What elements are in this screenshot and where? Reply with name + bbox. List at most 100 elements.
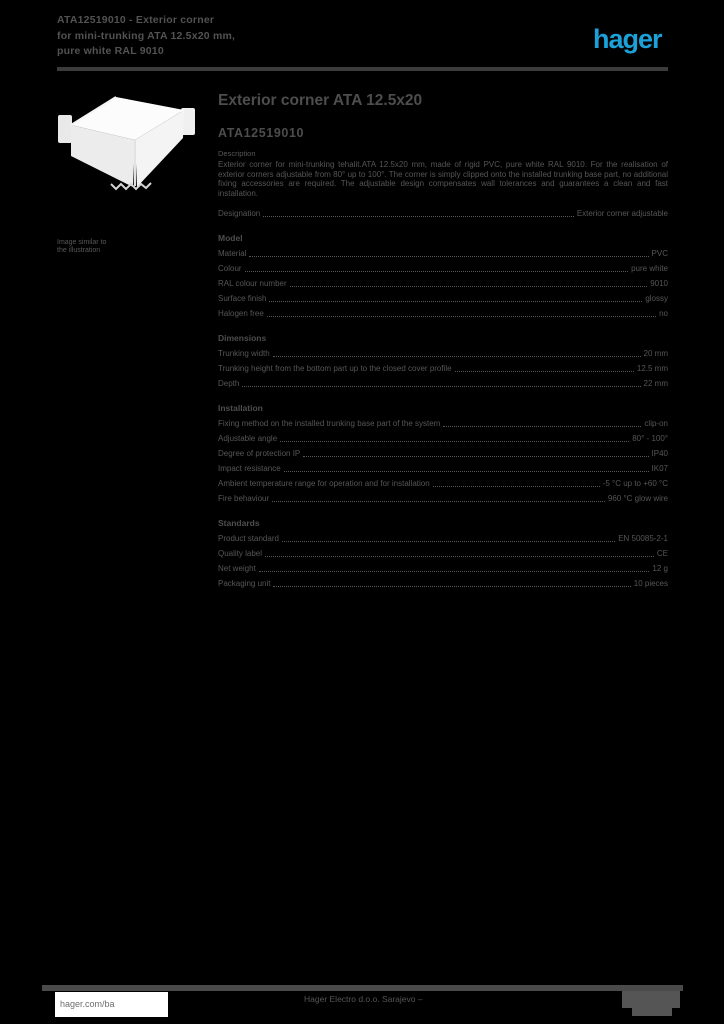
dotted-leader [283, 471, 649, 473]
spec-value: no [659, 309, 668, 319]
dotted-leader [281, 541, 616, 543]
footer-website-link[interactable]: hager.com/ba [55, 992, 168, 1017]
spec-label: Fire behaviour [218, 494, 270, 504]
spec-value: glossy [645, 294, 668, 304]
spec-value: 960 °C glow wire [607, 494, 668, 504]
image-caption-line-1: Image similar to [57, 239, 107, 246]
header-product-block: ATA12519010 - Exterior corner for mini-t… [57, 13, 387, 60]
hager-logo: hager [593, 24, 663, 54]
spec-value: clip-on [644, 419, 668, 429]
spec-label: Surface finish [218, 294, 267, 304]
dotted-leader [443, 426, 642, 428]
spec-row: Surface finish glossy [218, 294, 668, 303]
spec-row: Net weight 12 g [218, 564, 668, 573]
spec-label: Adjustable angle [218, 434, 278, 444]
footer-divider [42, 985, 683, 991]
dotted-leader [454, 371, 634, 373]
spec-label: RAL colour number [218, 279, 287, 289]
spec-row: Fire behaviour 960 °C glow wire [218, 494, 668, 503]
footer-company-text: Hager Electro d.o.o. Sarajevo – [304, 994, 423, 1004]
header-line-1: ATA12519010 - Exterior corner [57, 14, 215, 26]
product-reference: ATA12519010 [218, 126, 305, 140]
dotted-leader [242, 386, 641, 388]
footer-badge-small [632, 1008, 672, 1016]
spec-section-header: Dimensions [218, 333, 267, 344]
spec-value: PVC [651, 249, 668, 259]
dotted-leader [432, 486, 600, 488]
header-line-2: for mini-trunking ATA 12.5x20 mm, [57, 29, 236, 42]
image-caption: Image similar to the illustration [57, 239, 137, 255]
spec-label: Fixing method on the installed trunking … [218, 419, 441, 429]
spec-value: EN 50085-2-1 [618, 534, 668, 544]
spec-value: pure white [631, 264, 668, 274]
page-title: Exterior corner ATA 12.5x20 [218, 92, 423, 109]
dotted-leader [289, 286, 648, 288]
dotted-leader [272, 356, 641, 358]
footer-badge [622, 991, 680, 1008]
dotted-leader [244, 271, 629, 273]
spec-label: Impact resistance [218, 464, 281, 474]
spec-row: Trunking height from the bottom part up … [218, 364, 668, 373]
header-divider [57, 67, 668, 71]
dotted-leader [273, 586, 631, 588]
spec-row: Colour pure white [218, 264, 668, 273]
spec-label: Product standard [218, 534, 279, 544]
dotted-leader [303, 456, 649, 458]
spec-row: Ambient temperature range for operation … [218, 479, 668, 488]
spec-row: Halogen free no [218, 309, 668, 318]
spec-label: Net weight [218, 564, 256, 574]
spec-value: 12 g [652, 564, 668, 574]
spec-label: Trunking height from the bottom part up … [218, 364, 452, 374]
spec-value: IK07 [651, 464, 668, 474]
spec-label: Designation [218, 209, 261, 219]
dotted-leader [265, 556, 654, 558]
spec-value: 22 mm [643, 379, 668, 389]
spec-value: Exterior corner adjustable [576, 209, 668, 219]
dotted-leader [249, 256, 649, 258]
image-caption-line-2: the illustration [57, 247, 101, 254]
spec-label: Quality label [218, 549, 263, 559]
spec-label: Trunking width [218, 349, 270, 359]
spec-section-header: Installation [218, 403, 263, 414]
spec-value: 20 mm [643, 349, 668, 359]
dotted-leader [280, 441, 630, 443]
spec-value: 10 pieces [633, 579, 668, 589]
spec-row: Trunking width 20 mm [218, 349, 668, 358]
spec-label: Halogen free [218, 309, 264, 319]
spec-value: CE [656, 549, 668, 559]
spec-row: Degree of protection IP IP40 [218, 449, 668, 458]
spec-label: Colour [218, 264, 242, 274]
spec-row: Depth 22 mm [218, 379, 668, 388]
dotted-leader [263, 216, 574, 218]
spec-row: Product standard EN 50085-2-1 [218, 534, 668, 543]
spec-row: RAL colour number 9010 [218, 279, 668, 288]
dotted-leader [269, 301, 643, 303]
spec-section-header: Model [218, 233, 243, 244]
description-label: Description [218, 149, 256, 158]
dotted-leader [272, 501, 605, 503]
spec-label: Ambient temperature range for operation … [218, 479, 430, 489]
spec-label: Degree of protection IP [218, 449, 301, 459]
spec-row: Fixing method on the installed trunking … [218, 419, 668, 428]
spec-value: 12.5 mm [636, 364, 668, 374]
spec-row: Impact resistance IK07 [218, 464, 668, 473]
header-line-3: pure white RAL 9010 [57, 45, 164, 57]
dotted-leader [266, 316, 657, 318]
dotted-leader [258, 571, 650, 573]
spec-label: Depth [218, 379, 240, 389]
spec-row: Material PVC [218, 249, 668, 258]
spec-value: IP40 [651, 449, 668, 459]
corner-piece-illustration [58, 96, 195, 191]
spec-value: -5 °C up to +60 °C [602, 479, 668, 489]
spec-section-header: Standards [218, 518, 260, 529]
spec-row: Designation Exterior corner adjustable [218, 209, 668, 218]
description-text: Exterior corner for mini-trunking tehali… [218, 160, 668, 198]
spec-value: 9010 [650, 279, 668, 289]
main-column: Exterior corner ATA 12.5x20 ATA12519010 … [218, 92, 668, 588]
spec-row: Quality label CE [218, 549, 668, 558]
spec-label: Material [218, 249, 247, 259]
